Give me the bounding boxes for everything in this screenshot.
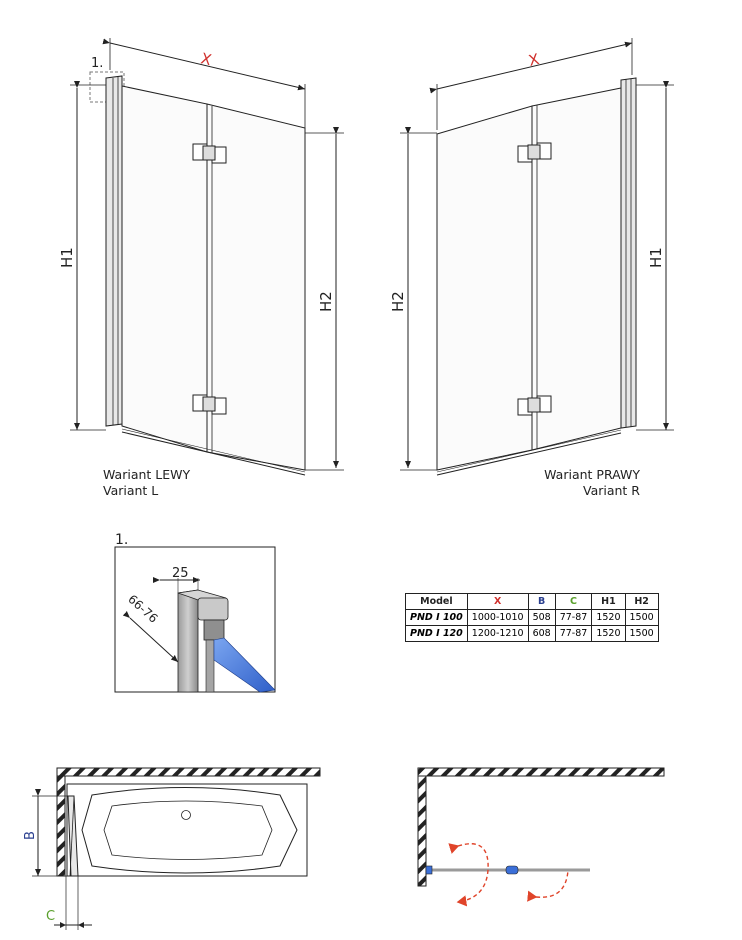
bathtub-outline xyxy=(66,783,308,877)
wall-hinge-icon xyxy=(425,865,433,875)
header-b: B xyxy=(527,593,556,610)
width-label: X xyxy=(199,49,213,69)
glass-panel-inner-right xyxy=(531,87,622,451)
cell-b: 508 xyxy=(527,609,556,626)
cell-h1: 1520 xyxy=(591,625,626,642)
b-label: B xyxy=(23,831,38,840)
cell-h1: 1520 xyxy=(591,609,626,626)
drain-icon xyxy=(181,810,191,820)
detail-view: 1. 25 66-76 xyxy=(114,532,276,693)
hinge-top-right xyxy=(517,142,552,163)
swing-arrow-inner xyxy=(448,843,489,907)
wall-top-hatch xyxy=(56,767,321,777)
height2-label-right: H2 xyxy=(389,291,407,312)
bathtub-basin-inner xyxy=(103,800,273,860)
cell-model: PND I 120 xyxy=(405,625,468,642)
variant-right-drawing: X H2 H1 xyxy=(389,38,674,476)
cell-h2: 1500 xyxy=(624,609,659,626)
hinge-top xyxy=(192,143,227,164)
hinge-bottom xyxy=(192,394,227,415)
wall-top-hatch-right xyxy=(417,767,665,777)
cell-x: 1200-1210 xyxy=(466,625,529,642)
cell-x: 1000-1010 xyxy=(466,609,529,626)
detail-glass xyxy=(213,637,276,693)
caption-right-line1: Wariant PRAWY xyxy=(544,467,640,482)
caption-variant-right: Wariant PRAWY Variant R xyxy=(540,467,640,499)
bathtub-basin-outer xyxy=(81,787,298,874)
table-row: PND I 120 1200-1210 608 77-87 1520 1500 xyxy=(405,625,659,642)
detail-dim-top: 25 xyxy=(172,566,189,581)
fold-hinge-icon xyxy=(505,865,519,875)
spec-header-row: Model X B C H1 H2 xyxy=(405,593,659,610)
detail-wall-profile xyxy=(177,589,199,693)
width-dimension-line xyxy=(102,38,306,91)
header-c: C xyxy=(554,593,593,610)
width-dimension-line-right xyxy=(429,41,633,94)
swing-arrow-outer xyxy=(527,869,569,902)
height1-label-right: H1 xyxy=(647,247,665,268)
header-model: Model xyxy=(405,593,468,610)
height2-label: H2 xyxy=(317,291,335,312)
caption-variant-left: Wariant LEWY Variant L xyxy=(103,467,190,499)
height1-label: H1 xyxy=(58,247,76,268)
detail-title: 1. xyxy=(115,532,128,548)
table-row: PND I 100 1000-1010 508 77-87 1520 1500 xyxy=(405,609,659,626)
spec-table: Model X B C H1 H2 PND I 100 1000-1010 50… xyxy=(405,593,659,642)
wall-profile-right xyxy=(620,77,637,429)
cell-c: 77-87 xyxy=(554,609,593,626)
cell-c: 77-87 xyxy=(554,625,593,642)
detail-marker: 1. xyxy=(91,56,103,71)
caption-left-line2: Variant L xyxy=(103,483,159,498)
caption-left-line1: Wariant LEWY xyxy=(103,467,191,482)
c-label: C xyxy=(46,909,55,924)
width-label-right: X xyxy=(527,50,541,70)
hinge-bottom-right xyxy=(517,395,552,416)
wall-profile xyxy=(105,75,123,427)
wall-side-hatch xyxy=(56,775,66,877)
detail-bracket xyxy=(197,597,229,621)
header-h2: H2 xyxy=(624,593,659,610)
variant-left-drawing: X 1. H1 H2 xyxy=(58,38,344,476)
header-h1: H1 xyxy=(591,593,626,610)
wall-side-hatch-right xyxy=(417,775,427,887)
cell-b: 608 xyxy=(527,625,556,642)
plan-view-left: B C xyxy=(23,767,321,930)
cell-model: PND I 100 xyxy=(405,609,468,626)
cell-h2: 1500 xyxy=(624,625,659,642)
plan-view-right xyxy=(417,767,665,907)
header-x: X xyxy=(466,593,529,610)
caption-right-line2: Variant R xyxy=(583,483,640,498)
